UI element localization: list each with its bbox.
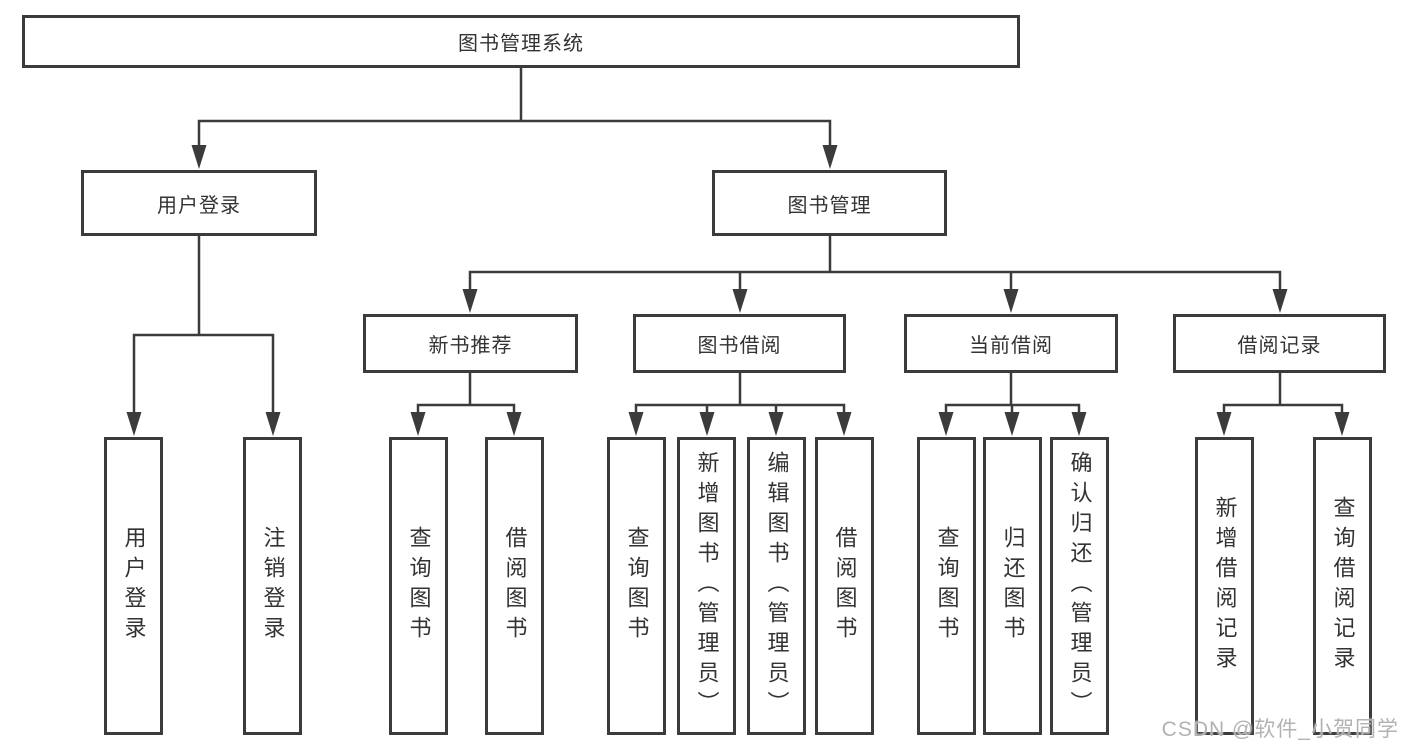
leaf-user-login: 用户登录 [104, 437, 163, 735]
node-label: 用户登录 [157, 194, 241, 217]
leaf-label: 归还图书 [1000, 526, 1026, 646]
arrowhead [1003, 289, 1019, 313]
leaf-label: 查询图书 [406, 526, 432, 646]
arrowhead [1334, 412, 1350, 436]
leaf-borrow-books-recommend: 借阅图书 [485, 437, 544, 735]
connector-new-book-recommend-to-leaves [410, 373, 522, 436]
leaf-label: 新增图书（管理员） [694, 451, 720, 721]
node-borrow-records: 借阅记录 [1173, 314, 1386, 373]
arrowhead [410, 412, 426, 436]
arrowhead [191, 145, 207, 169]
connector-user-login-to-leaves [126, 236, 281, 436]
arrowhead [1004, 412, 1020, 436]
arrowhead [732, 289, 748, 313]
leaf-query-books-current: 查询图书 [917, 437, 976, 735]
node-label: 新书推荐 [428, 335, 513, 357]
connector-book-borrowing-to-leaves [628, 373, 852, 436]
node-book-management: 图书管理 [712, 170, 947, 236]
leaf-label: 查询图书 [934, 526, 960, 646]
leaf-label: 用户登录 [121, 526, 147, 646]
connector-borrow-records-to-leaves [1216, 373, 1350, 436]
node-library-management-system: 图书管理系统 [22, 15, 1020, 68]
connector-root-to-level2 [191, 68, 838, 169]
leaf-query-books-recommend: 查询图书 [389, 437, 448, 735]
node-label: 借阅记录 [1237, 335, 1322, 357]
leaf-label: 查询借阅记录 [1330, 496, 1356, 676]
leaf-label: 查询图书 [624, 526, 650, 646]
leaf-logout: 注销登录 [243, 437, 302, 735]
leaf-query-borrow-record: 查询借阅记录 [1313, 437, 1372, 735]
arrowhead [768, 412, 784, 436]
leaf-confirm-return-admin: 确认归还（管理员） [1050, 437, 1109, 735]
leaf-label: 借阅图书 [502, 526, 528, 646]
node-current-borrowing: 当前借阅 [904, 314, 1118, 373]
arrowhead [699, 412, 715, 436]
arrowhead [265, 412, 281, 436]
arrowhead [1272, 289, 1288, 313]
arrowhead [1216, 412, 1232, 436]
leaf-query-books-borrowing: 查询图书 [607, 437, 666, 735]
arrowhead [1071, 412, 1087, 436]
leaf-return-books: 归还图书 [983, 437, 1042, 735]
connector-current-borrowing-to-leaves [938, 373, 1087, 436]
node-label: 图书管理 [787, 194, 872, 217]
leaf-label: 确认归还（管理员） [1067, 451, 1093, 721]
arrowhead [628, 412, 644, 436]
arrowhead [126, 412, 142, 436]
leaf-label: 编辑图书（管理员） [764, 451, 790, 721]
node-label: 图书借阅 [697, 335, 782, 357]
leaf-label: 新增借阅记录 [1212, 496, 1238, 676]
leaf-label: 借阅图书 [832, 526, 858, 646]
arrowhead [462, 289, 478, 313]
leaf-add-books-admin: 新增图书（管理员） [677, 437, 736, 735]
leaf-edit-books-admin: 编辑图书（管理员） [747, 437, 806, 735]
arrowhead [822, 145, 838, 169]
arrowhead [938, 412, 954, 436]
node-user-login: 用户登录 [81, 170, 317, 236]
node-label: 图书管理系统 [458, 33, 584, 55]
node-new-book-recommend: 新书推荐 [363, 314, 578, 373]
leaf-add-borrow-record: 新增借阅记录 [1195, 437, 1254, 735]
node-book-borrowing: 图书借阅 [633, 314, 846, 373]
leaf-label: 注销登录 [260, 526, 286, 646]
arrowhead [836, 412, 852, 436]
csdn-watermark: CSDN @软件_小贺同学 [1161, 718, 1399, 741]
leaf-borrow-books: 借阅图书 [815, 437, 874, 735]
connector-book-management-to-level3 [462, 236, 1288, 313]
node-label: 当前借阅 [969, 335, 1053, 357]
arrowhead [506, 412, 522, 436]
